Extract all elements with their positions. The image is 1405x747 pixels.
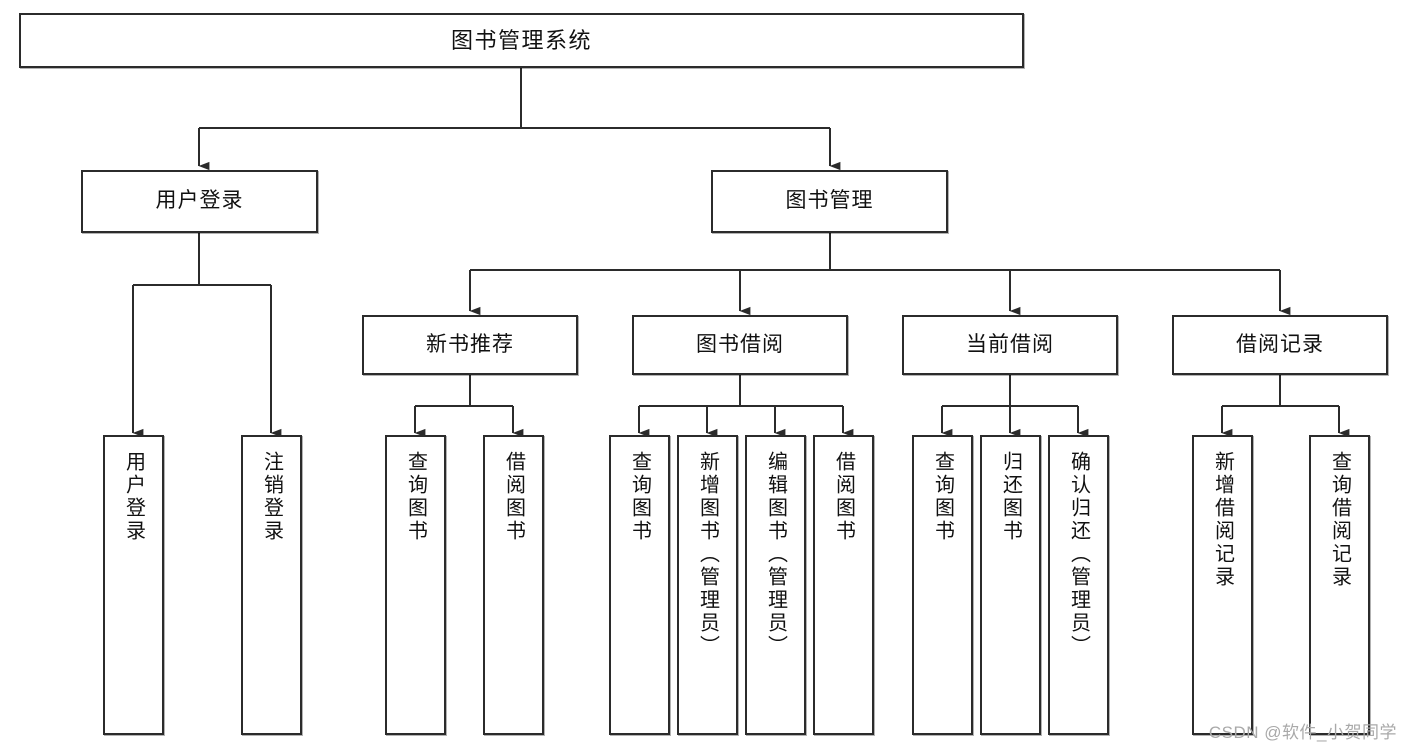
leaf-borrow-query-book[interactable]: 查询图书 <box>609 435 670 735</box>
node-label: 用户登录 <box>155 189 244 213</box>
node-label: 查询图书 <box>628 451 651 543</box>
node-label: 图书借阅 <box>696 332 784 356</box>
leaf-borrow-add-book-admin[interactable]: 新增图书（管理员） <box>677 435 738 735</box>
node-root-system[interactable]: 图书管理系统 <box>19 13 1024 68</box>
leaf-borrow-edit-book-admin[interactable]: 编辑图书（管理员） <box>745 435 806 735</box>
node-label: 用户登录 <box>122 451 145 543</box>
leaf-current-return-book[interactable]: 归还图书 <box>980 435 1041 735</box>
leaf-record-query-record[interactable]: 查询借阅记录 <box>1309 435 1370 735</box>
node-label: 当前借阅 <box>966 332 1054 356</box>
node-borrow-record[interactable]: 借阅记录 <box>1172 315 1388 375</box>
node-label: 借阅图书 <box>832 451 855 543</box>
leaf-current-confirm-return-admin[interactable]: 确认归还（管理员） <box>1048 435 1109 735</box>
leaf-user-login-login[interactable]: 用户登录 <box>103 435 164 735</box>
leaf-recommend-borrow-book[interactable]: 借阅图书 <box>483 435 544 735</box>
node-book-borrow[interactable]: 图书借阅 <box>632 315 848 375</box>
node-label: 归还图书 <box>999 451 1022 543</box>
node-label: 查询图书 <box>404 451 427 543</box>
node-label: 新增图书（管理员） <box>696 451 719 658</box>
leaf-record-add-record[interactable]: 新增借阅记录 <box>1192 435 1253 735</box>
node-label: 注销登录 <box>260 451 283 543</box>
node-label: 图书管理系统 <box>450 27 592 53</box>
node-current-borrow[interactable]: 当前借阅 <box>902 315 1118 375</box>
watermark-text: CSDN @软件_小贺同学 <box>1208 723 1397 742</box>
leaf-recommend-query-book[interactable]: 查询图书 <box>385 435 446 735</box>
node-label: 借阅记录 <box>1236 332 1324 356</box>
node-label: 图书管理 <box>785 189 874 213</box>
leaf-user-login-logout[interactable]: 注销登录 <box>241 435 302 735</box>
node-label: 查询图书 <box>931 451 954 543</box>
node-label: 新增借阅记录 <box>1211 451 1234 589</box>
node-label: 借阅图书 <box>502 451 525 543</box>
node-label: 编辑图书（管理员） <box>764 451 787 658</box>
node-label: 查询借阅记录 <box>1328 451 1351 589</box>
node-user-login[interactable]: 用户登录 <box>81 170 318 233</box>
node-new-book-recommend[interactable]: 新书推荐 <box>362 315 578 375</box>
node-book-management[interactable]: 图书管理 <box>711 170 948 233</box>
leaf-borrow-borrow-book[interactable]: 借阅图书 <box>813 435 874 735</box>
leaf-current-query-book[interactable]: 查询图书 <box>912 435 973 735</box>
node-label: 新书推荐 <box>426 332 514 356</box>
node-label: 确认归还（管理员） <box>1067 451 1090 658</box>
